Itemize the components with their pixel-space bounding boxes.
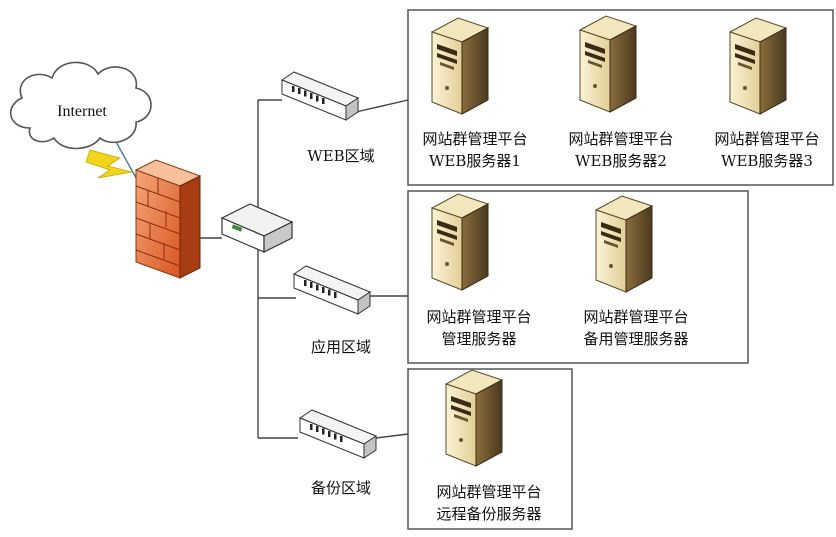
server-name-line2: WEB服务器2 [575, 152, 667, 170]
remote-backup-server-label: 网站群管理平台 远程备份服务器 [424, 481, 554, 525]
server-name-line2: WEB服务器1 [429, 152, 521, 170]
server-name-line1: 网站群管理平台 [426, 308, 532, 326]
web-server-2-icon [579, 15, 637, 113]
app-zone-label: 应用区域 [310, 338, 371, 356]
web-server-1-label: 网站群管理平台 WEB服务器1 [410, 128, 540, 172]
internet-cloud-icon [9, 61, 152, 150]
server-name-line2: 远程备份服务器 [436, 505, 542, 523]
app-zone-box [407, 190, 749, 364]
server-name-line1: 网站群管理平台 [714, 130, 820, 148]
web-zone-box [407, 9, 834, 186]
server-name-line1: 网站群管理平台 [583, 308, 689, 326]
server-name-line1: 网站群管理平台 [568, 130, 674, 148]
management-server-icon [431, 193, 489, 291]
backup-zone-box [407, 368, 573, 530]
web-zone-label: WEB区域 [307, 147, 375, 165]
web-server-3-label: 网站群管理平台 WEB服务器3 [702, 128, 832, 172]
backup-zone-switch-icon [298, 409, 378, 459]
server-name-line2: 管理服务器 [441, 330, 517, 348]
app-zone-switch-icon [292, 265, 372, 315]
web-zone-switch-icon [280, 71, 360, 121]
backup-management-server-icon [595, 195, 653, 293]
web-server-1-icon [431, 17, 489, 115]
web-server-2-label: 网站群管理平台 WEB服务器2 [556, 128, 686, 172]
server-name-line1: 网站群管理平台 [422, 130, 528, 148]
management-server-label: 网站群管理平台 管理服务器 [414, 306, 544, 350]
router-icon [220, 203, 294, 253]
web-server-3-icon [729, 17, 787, 115]
backup-zone-label: 备份区域 [310, 479, 371, 497]
server-name-line2: 备用管理服务器 [583, 330, 689, 348]
lightning-bolt-icon [85, 149, 133, 179]
server-name-line2: WEB服务器3 [721, 152, 813, 170]
firewall-icon [134, 159, 202, 279]
internet-label: Internet [57, 103, 107, 120]
backup-management-server-label: 网站群管理平台 备用管理服务器 [566, 306, 706, 350]
remote-backup-server-icon [445, 369, 503, 467]
server-name-line1: 网站群管理平台 [436, 483, 542, 501]
